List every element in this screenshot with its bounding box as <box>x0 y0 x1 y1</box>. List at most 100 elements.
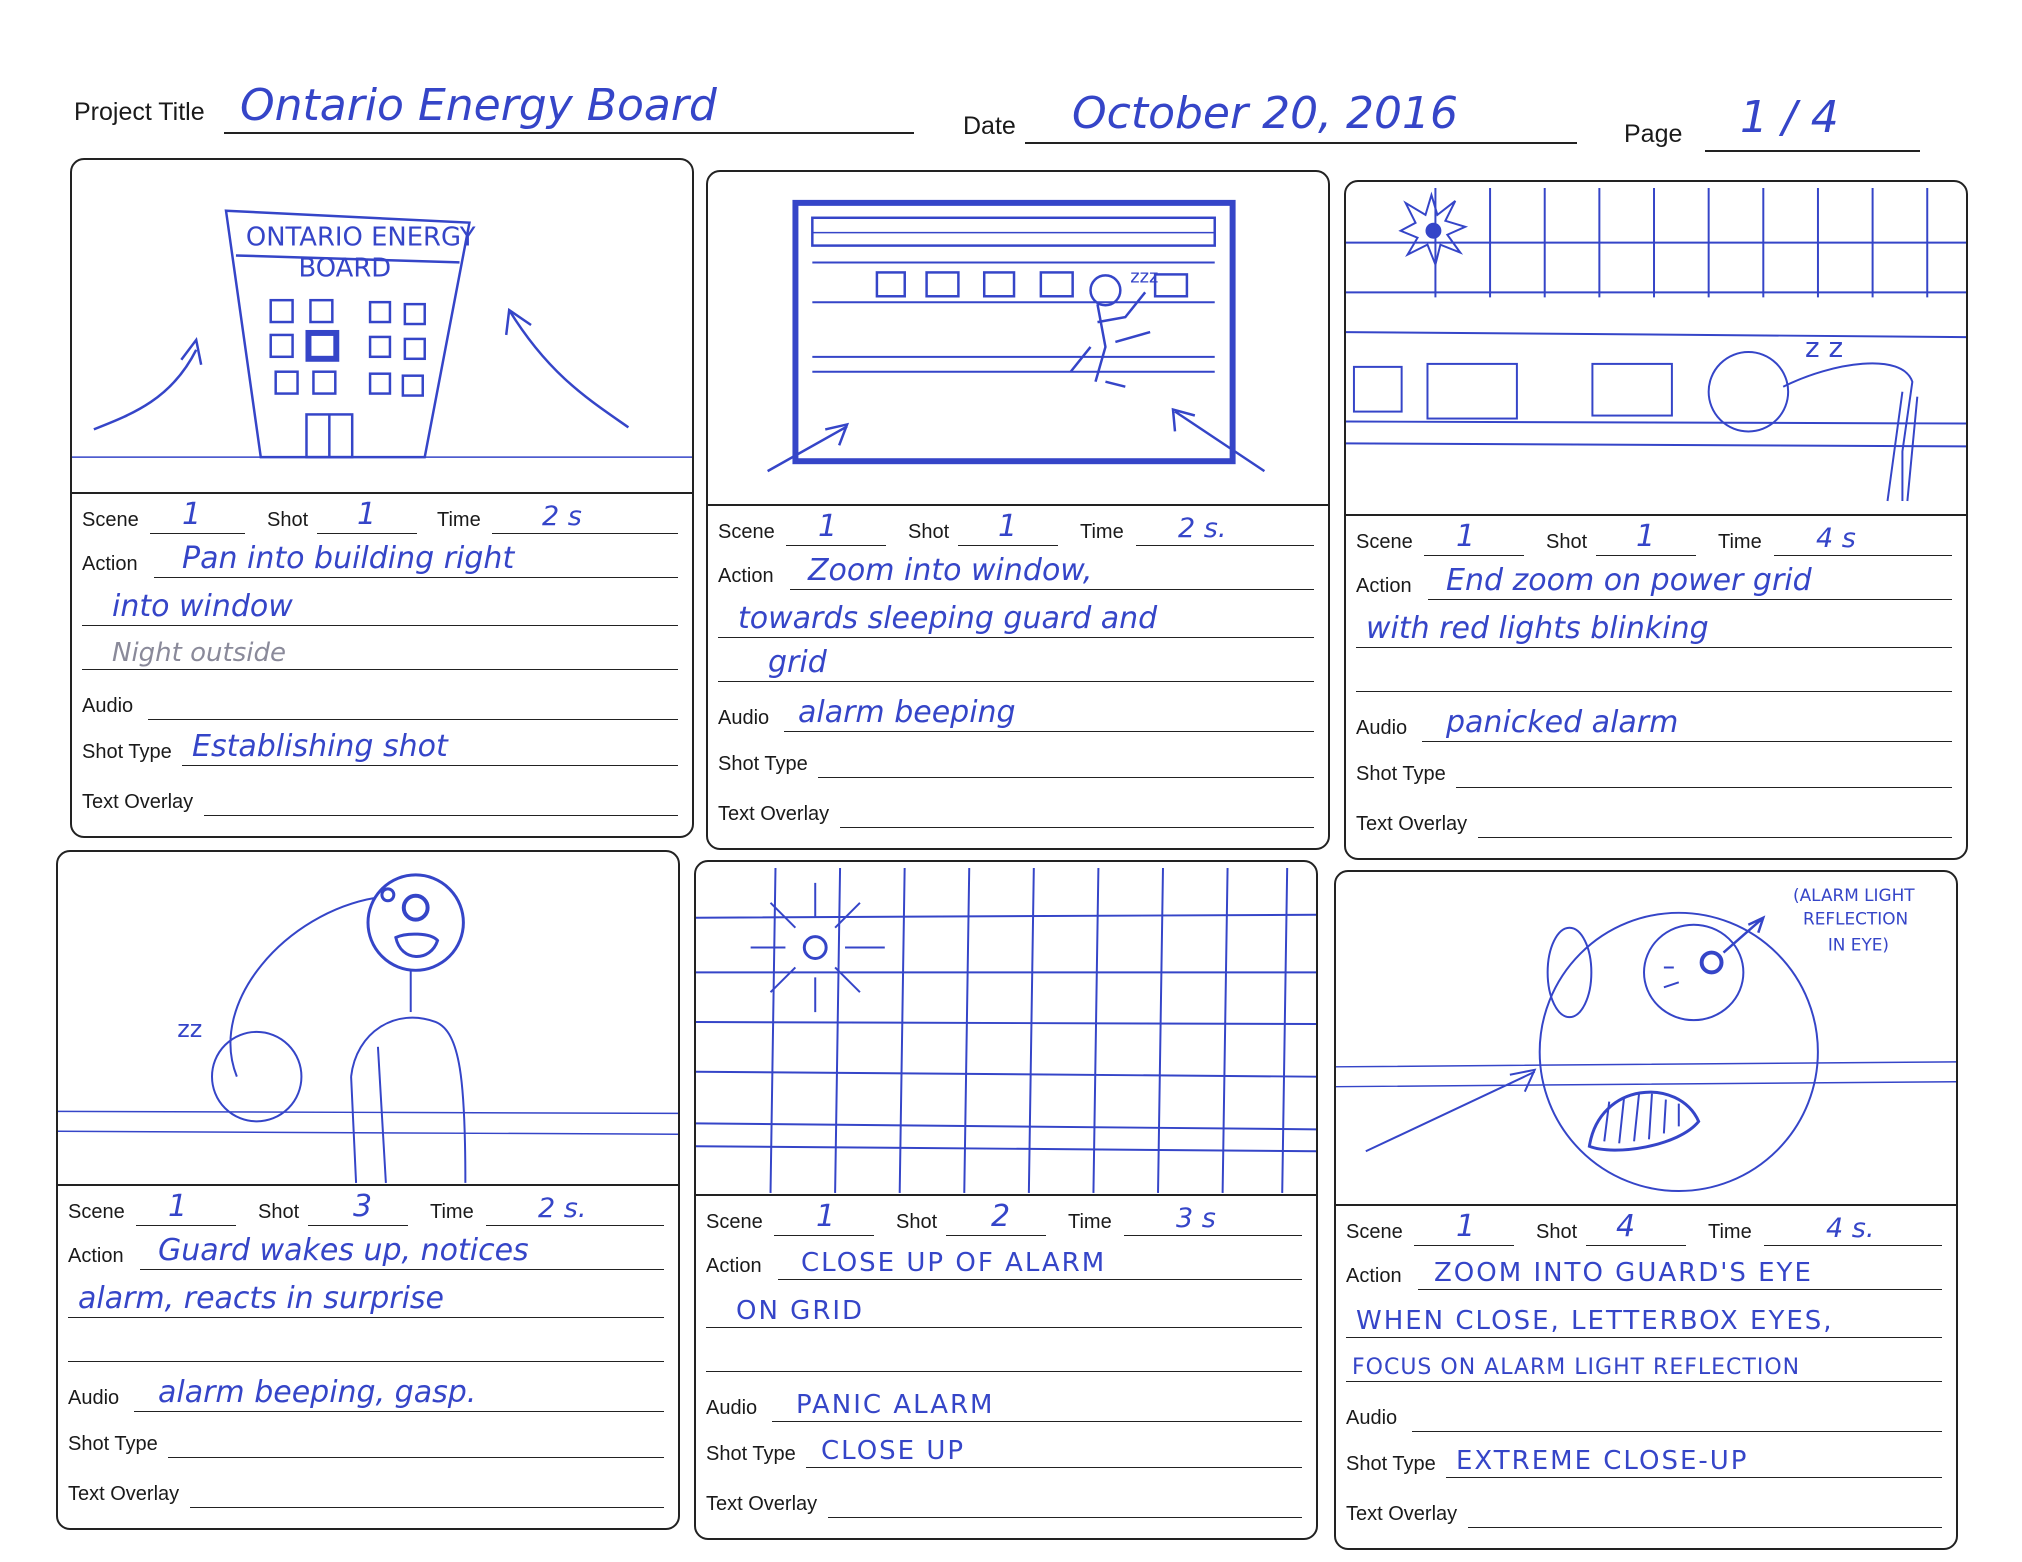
time-value[interactable]: 4 s <box>1816 523 1856 554</box>
panel-fields: Scene 1 Shot 1 Time 2 s. Action Zoom int… <box>708 506 1328 848</box>
action-row-1: Action Zoom into window, <box>718 550 1314 594</box>
time-label: Time <box>1080 521 1124 543</box>
panel-fields: Scene 1 Shot 1 Time 4 s Action End zoom … <box>1346 516 1966 858</box>
text-overlay-row: Text Overlay <box>1346 1488 1942 1532</box>
scene-label: Scene <box>1346 1221 1403 1243</box>
time-value[interactable]: 2 s. <box>538 1193 587 1224</box>
action-line-3[interactable]: Night outside <box>112 638 286 668</box>
action-row-3 <box>1356 652 1952 696</box>
time-value[interactable]: 2 s <box>542 501 582 532</box>
shot-value[interactable]: 1 <box>1636 519 1656 554</box>
time-value[interactable]: 4 s. <box>1826 1213 1875 1244</box>
scene-value[interactable]: 1 <box>1456 519 1476 554</box>
action-row-2: ON GRID <box>706 1288 1302 1332</box>
action-row-2: with red lights blinking <box>1356 608 1952 652</box>
text-overlay-row: Text Overlay <box>82 776 678 820</box>
action-label: Action <box>706 1255 762 1277</box>
action-line-3[interactable]: FOCUS ON ALARM LIGHT REFLECTION <box>1352 1355 1801 1380</box>
audio-value[interactable]: panicked alarm <box>1446 705 1679 740</box>
page-value[interactable]: 1 / 4 <box>1740 92 1839 143</box>
action-line-1[interactable]: Pan into building right <box>182 541 515 576</box>
audio-row: Audio panicked alarm <box>1356 702 1952 746</box>
scene-shot-time-row: Scene 1 Shot 2 Time 3 s <box>706 1196 1302 1240</box>
panel-fields: Scene 1 Shot 1 Time 2 s Action Pan into … <box>72 494 692 836</box>
scene-value[interactable]: 1 <box>182 497 202 532</box>
text-overlay-label: Text Overlay <box>718 803 830 825</box>
action-line-2[interactable]: alarm, reacts in surprise <box>78 1281 444 1316</box>
time-value[interactable]: 3 s <box>1176 1203 1216 1234</box>
action-label: Action <box>1356 575 1412 597</box>
action-row-3: FOCUS ON ALARM LIGHT REFLECTION <box>1346 1342 1942 1386</box>
shot-type-label: Shot Type <box>68 1433 158 1455</box>
scene-value[interactable]: 1 <box>816 1199 836 1234</box>
sketch-frame: zzz <box>708 172 1328 506</box>
shot-value[interactable]: 1 <box>998 509 1018 544</box>
scene-label: Scene <box>1356 531 1413 553</box>
shot-type-row: Shot Type EXTREME CLOSE-UP <box>1346 1438 1942 1482</box>
text-overlay-label: Text Overlay <box>68 1483 180 1505</box>
shot-type-value[interactable]: EXTREME CLOSE-UP <box>1456 1446 1749 1476</box>
action-line-1[interactable]: Zoom into window, <box>808 553 1093 588</box>
shot-type-label: Shot Type <box>706 1443 796 1465</box>
action-row-3 <box>706 1332 1302 1376</box>
date-value[interactable]: October 20, 2016 <box>1072 88 1459 139</box>
scene-label: Scene <box>718 521 775 543</box>
time-label: Time <box>1708 1221 1752 1243</box>
sleep-z-text: zzz <box>1130 266 1158 287</box>
alarm-grid-sketch <box>696 868 1316 1193</box>
action-line-2[interactable]: ON GRID <box>736 1296 865 1326</box>
shot-type-value[interactable]: Establishing shot <box>192 729 448 764</box>
action-row-3 <box>68 1322 664 1366</box>
action-line-1[interactable]: End zoom on power grid <box>1446 563 1812 598</box>
audio-value[interactable]: PANIC ALARM <box>796 1390 995 1420</box>
action-line-3[interactable]: grid <box>768 645 827 680</box>
text-overlay-label: Text Overlay <box>706 1493 818 1515</box>
action-line-2[interactable]: into window <box>112 589 293 624</box>
project-title-value[interactable]: Ontario Energy Board <box>240 80 717 131</box>
shot-value[interactable]: 4 <box>1616 1209 1636 1244</box>
sleep-z-text: z z <box>1805 331 1843 364</box>
shot-type-row: Shot Type CLOSE UP <box>706 1428 1302 1472</box>
scene-value[interactable]: 1 <box>1456 1209 1476 1244</box>
audio-label: Audio <box>1346 1407 1398 1429</box>
audio-row: Audio PANIC ALARM <box>706 1382 1302 1426</box>
shot-value[interactable]: 1 <box>357 497 377 532</box>
storyboard-panel-4: zz Scene 1 Shot 3 Time 2 s. Action Guard… <box>56 850 680 1530</box>
time-label: Time <box>1718 531 1762 553</box>
action-line-1[interactable]: Guard wakes up, notices <box>158 1233 529 1268</box>
action-line-2[interactable]: WHEN CLOSE, LETTERBOX EYES, <box>1356 1306 1834 1336</box>
shot-value[interactable]: 2 <box>991 1199 1011 1234</box>
action-line-2[interactable]: towards sleeping guard and <box>738 601 1158 636</box>
audio-row: Audio <box>1346 1392 1942 1436</box>
audio-value[interactable]: alarm beeping <box>798 695 1016 730</box>
panel-fields: Scene 1 Shot 3 Time 2 s. Action Guard wa… <box>58 1186 678 1528</box>
action-line-2[interactable]: with red lights blinking <box>1366 611 1709 646</box>
scene-value[interactable]: 1 <box>168 1189 188 1224</box>
shot-label: Shot <box>258 1201 300 1223</box>
shot-label: Shot <box>267 509 309 531</box>
shot-type-value[interactable]: CLOSE UP <box>821 1436 966 1466</box>
time-label: Time <box>1068 1211 1112 1233</box>
sketch-frame: ONTARIO ENERGY BOARD <box>72 160 692 494</box>
storyboard-panel-3: z z Scene 1 Shot 1 Time 4 s Action End z… <box>1344 180 1968 860</box>
shot-type-label: Shot Type <box>718 753 808 775</box>
building-sign-line-1: ONTARIO ENERGY <box>246 223 476 253</box>
time-value[interactable]: 2 s. <box>1178 513 1227 544</box>
action-line-1[interactable]: ZOOM INTO GUARD'S EYE <box>1434 1258 1813 1288</box>
storyboard-panel-5: Scene 1 Shot 2 Time 3 s Action CLOSE UP … <box>694 860 1318 1540</box>
action-label: Action <box>1346 1265 1402 1287</box>
sketch-frame: z z <box>1346 182 1966 516</box>
text-overlay-label: Text Overlay <box>1346 1503 1458 1525</box>
sleep-z-text: zz <box>177 1015 202 1043</box>
scene-label: Scene <box>82 509 139 531</box>
scene-value[interactable]: 1 <box>818 509 838 544</box>
storyboard-panel-2: zzz Scene 1 Shot 1 Time 2 s. Action Zoom… <box>706 170 1330 850</box>
date-label: Date <box>963 112 1016 140</box>
audio-value[interactable]: alarm beeping, gasp. <box>158 1375 477 1410</box>
shot-value[interactable]: 3 <box>353 1189 373 1224</box>
scene-label: Scene <box>706 1211 763 1233</box>
action-line-1[interactable]: CLOSE UP OF ALARM <box>801 1248 1107 1278</box>
storyboard-panel-1: ONTARIO ENERGY BOARD Scene 1 Shot 1 Time… <box>70 158 694 838</box>
shot-type-row: Shot Type <box>1356 748 1952 792</box>
shot-label: Shot <box>1536 1221 1578 1243</box>
